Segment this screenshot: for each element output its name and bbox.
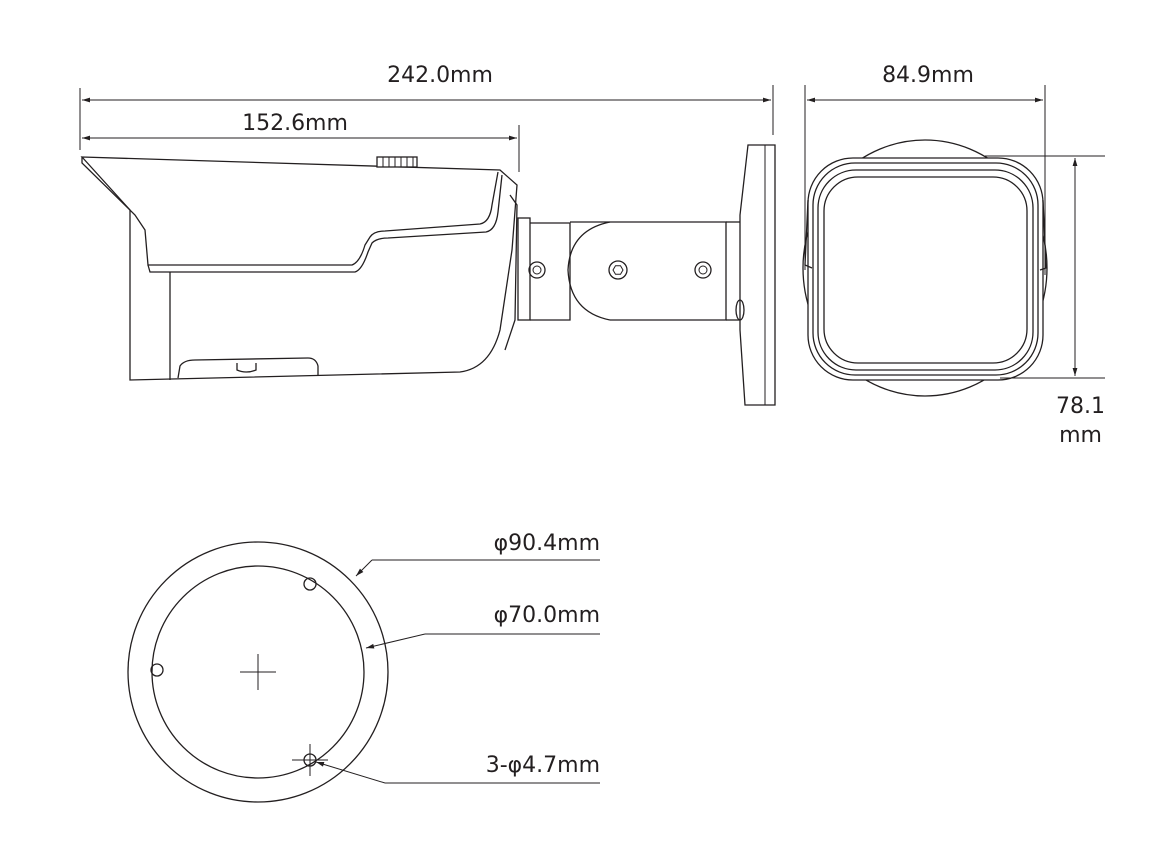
mount-hole [150, 663, 164, 677]
outer-diameter-label: φ90.4mm [494, 531, 600, 556]
camera-front-view [802, 139, 1048, 397]
inner-diameter-callout: φ70.0mm [365, 603, 600, 649]
hole-callout: 3-φ4.7mm [315, 753, 600, 784]
hex-screw-icon [608, 260, 628, 280]
front-height-dimension: 78.1 mm [985, 155, 1105, 448]
mount-base-view [127, 541, 389, 803]
body-length-label: 152.6mm [242, 111, 348, 136]
hole-label: 3-φ4.7mm [486, 753, 600, 778]
overall-length-label: 242.0mm [387, 63, 493, 88]
screw-icon [528, 261, 546, 279]
body-length-dimension: 152.6mm [82, 111, 520, 172]
mount-hole [303, 577, 317, 591]
front-width-label: 84.9mm [882, 63, 974, 88]
camera-side-view [80, 144, 776, 406]
outer-diameter-callout: φ90.4mm [355, 531, 600, 577]
front-height-value: 78.1 [1056, 394, 1105, 419]
screw-icon [694, 261, 712, 279]
overall-length-dimension: 242.0mm [79, 63, 774, 150]
knob-ridges-icon [382, 157, 414, 167]
front-height-unit: mm [1059, 423, 1102, 448]
front-width-dimension: 84.9mm [804, 63, 1046, 275]
inner-diameter-label: φ70.0mm [494, 603, 600, 628]
